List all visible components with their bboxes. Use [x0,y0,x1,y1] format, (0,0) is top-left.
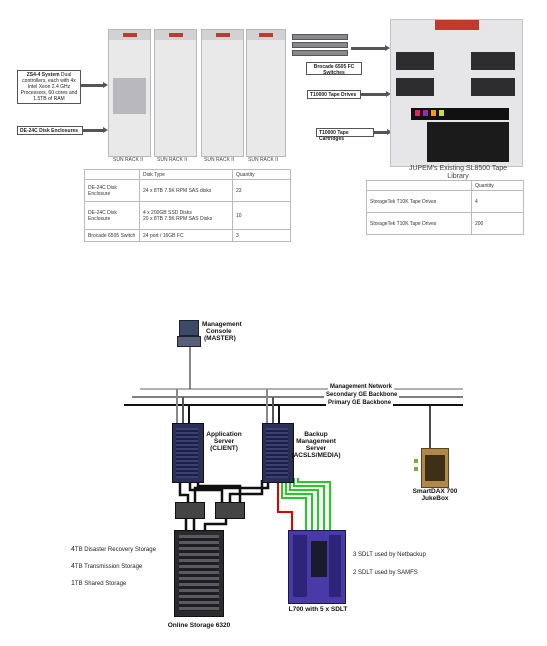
l700-label: L700 with 5 x SDLT [288,606,348,613]
tape-carts-arrow [374,129,392,135]
online-storage-label: Online Storage 6320 [167,622,231,629]
zs4-callout-desc: Dual controllers, each with 4x Intel Xeo… [20,72,78,102]
rack-label: SUN RACK II [157,157,188,163]
tape-drives-arrow [361,91,391,97]
brocade-arrow [351,45,390,51]
backup-server-line: Backup [304,431,328,438]
zs4-arrow [81,82,108,88]
brocade-switches [292,34,348,56]
disk-rack-4 [246,29,286,157]
library-caption: JUPEM's Existing SL8500 Tape Library [408,165,508,180]
l700-library-icon [288,530,346,604]
management-network-label: Management Network [328,384,395,390]
storage-item-text: TB Shared Storage [74,581,127,587]
jukebox-label: SmartDAX 700 JukeBox [405,488,465,502]
tape-table-cell: 200 [471,212,524,235]
application-server-line: Server [213,438,235,445]
jukebox-line: SmartDAX 700 [412,488,458,495]
zs4-callout: ZS4-4 System Dual controllers, each with… [17,70,81,104]
tape-library-image [390,19,523,167]
storage-item: 4TB Disaster Recovery Storage [71,546,156,553]
de24c-arrow [83,127,108,133]
tape-table-cell: StorageTek T10K Tape Drives [366,212,472,235]
management-console-line: (MASTER) [204,335,236,342]
backup-server-line: (ACSLS/MEDIA) [291,452,341,459]
tape-table: Quantity StorageTek T10K Tape Drives 4 S… [366,180,524,235]
management-console-line: Console [206,328,232,335]
jukebox-line: JukeBox [421,495,449,502]
storage-item-size: 4 [71,546,75,553]
backup-server-icon [262,423,294,483]
fc-switch-icon [215,502,245,519]
management-console-label: Management Console (MASTER) [196,321,256,342]
primary-backbone-label: Primary GE Backbone [326,400,394,406]
disk-table-cell: 10 [232,201,291,230]
application-server-label: Application Server (CLIENT) [199,431,249,452]
disk-rack-3 [201,29,244,157]
disk-table: Disk Type Quantity DE-24C Disk Enclosure… [84,169,291,242]
disk-table-cell: 3 [232,229,291,242]
fc-switch-icon [175,502,205,519]
zs4-callout-title: ZS4-4 System [26,72,60,78]
storage-item-text: TB Disaster Recovery Storage [74,547,156,553]
tape-drives-callout: T10000 Tape Drives [307,90,361,99]
brocade-callout: Brocade 6505 FC Switches [306,62,362,76]
storage-item: 1TB Shared Storage [71,580,126,587]
de24c-callout: DE-24C Disk Enclosures [17,126,83,135]
backup-server-line: Server [305,445,327,452]
management-console-icon [177,320,201,347]
management-console-line: Management [202,321,242,328]
online-storage-icon [174,530,224,617]
storage-item: 4TB Transmission Storage [71,563,142,570]
application-server-line: (CLIENT) [210,445,238,452]
rack-label: SUN RACK II [204,157,235,163]
sdlt-samfs-text: 2 SDLT used by SAMFS [353,570,418,576]
backup-server-label: Backup Management Server (ACSLS/MEDIA) [287,431,345,459]
application-server-icon [172,423,204,483]
rack-label: SUN RACK II [113,157,144,163]
rack-label: SUN RACK II [248,157,279,163]
tape-carts-callout: T10000 Tape Cartridges [316,128,374,142]
storage-item-text: TB Transmission Storage [74,564,143,570]
jukebox-icon [414,448,449,488]
backup-server-line: Management [296,438,336,445]
storage-item-size: 4 [71,563,75,570]
secondary-backbone-label: Secondary GE Backbone [324,392,400,398]
zs4-rack [108,29,151,157]
disk-rack-2 [154,29,197,157]
application-server-line: Application [206,431,242,438]
sdlt-netbackup-text: 3 SDLT used by Netbackup [353,552,426,558]
storage-item-size: 1 [71,580,75,587]
